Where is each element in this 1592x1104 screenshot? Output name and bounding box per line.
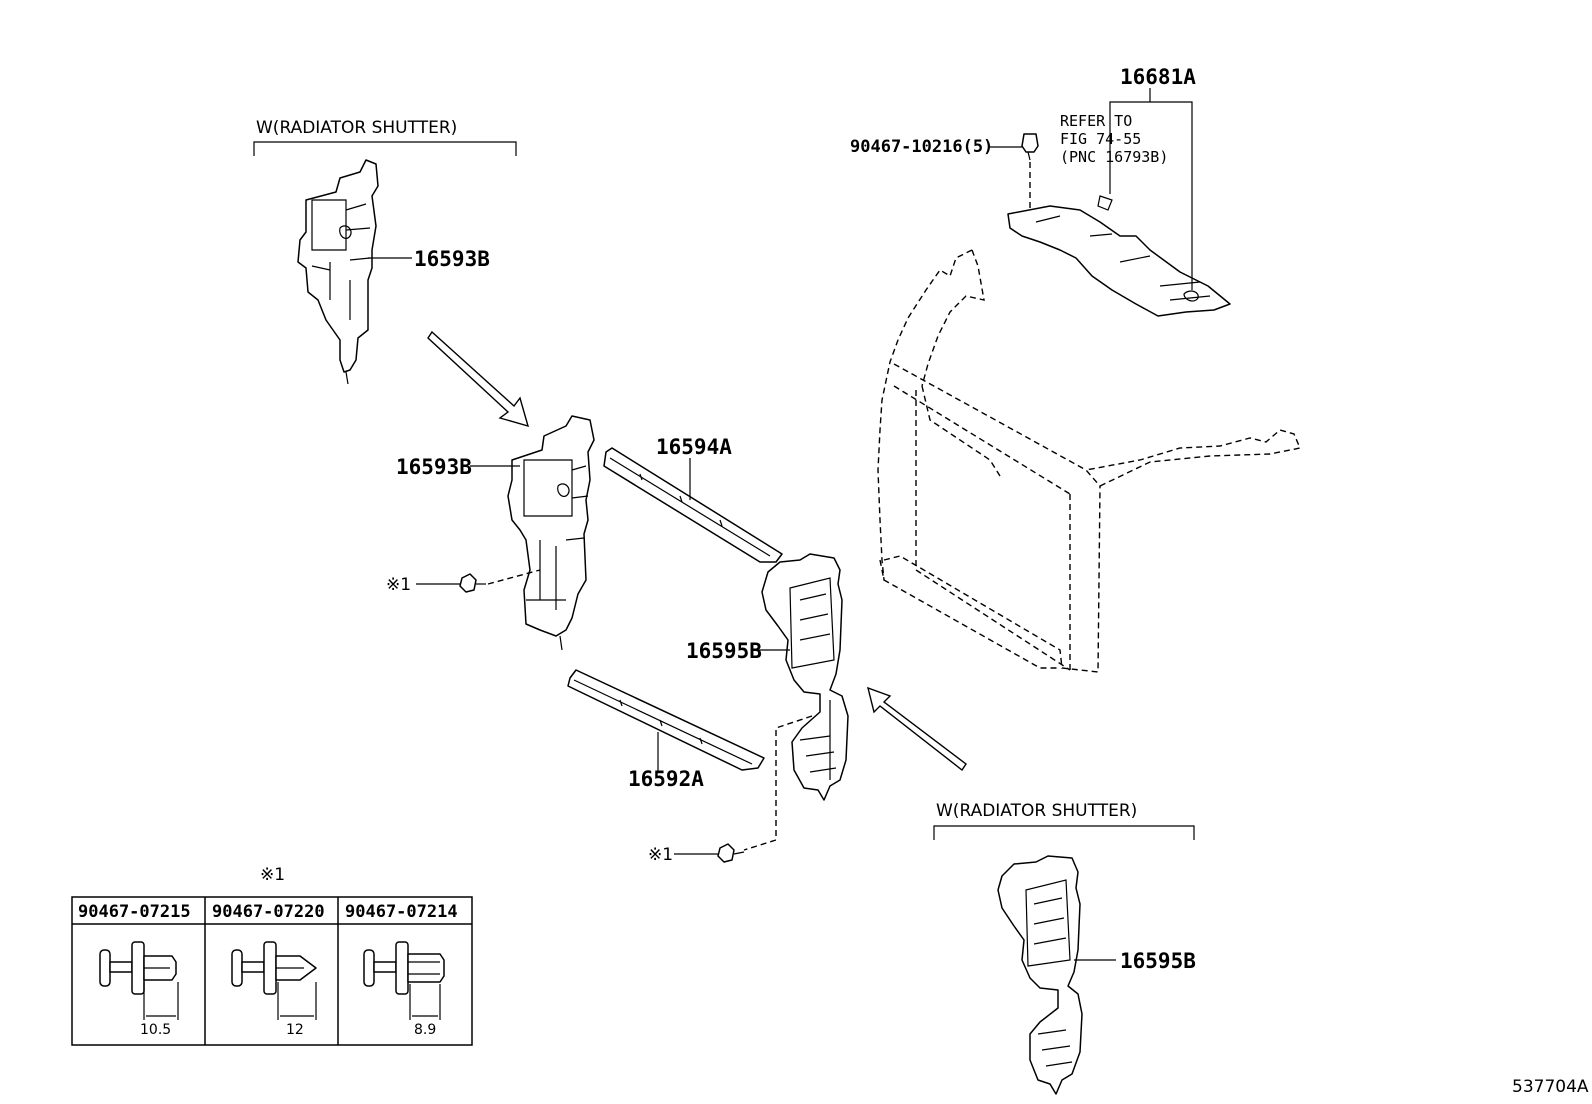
part-16592a[interactable]	[567, 669, 765, 771]
clip-table-part-3: 90467-07214	[345, 902, 458, 922]
fastener-path-lower	[743, 715, 813, 851]
variant-note-bottom-right-text: W(RADIATOR SHUTTER)	[936, 801, 1137, 821]
clip-upper[interactable]	[459, 569, 541, 593]
variant-bracket-top-left	[253, 141, 517, 156]
clip-lower[interactable]	[717, 843, 745, 863]
reference-note-line1: REFER TO	[1060, 112, 1132, 130]
clip-table: ※1 90467-07215 90467-07220 90467-07214 1…	[71, 865, 473, 1046]
marker-1a: ※1	[386, 575, 411, 595]
part-16681a[interactable]	[1007, 195, 1231, 317]
reference-note-line3: (PNC 16793B)	[1060, 148, 1168, 166]
variant-note-top-left-text: W(RADIATOR SHUTTER)	[256, 118, 457, 138]
part-16594a[interactable]	[603, 447, 783, 563]
part-16595b-main[interactable]	[761, 553, 849, 801]
clip-table-frame	[71, 896, 473, 1046]
clip-table-dim-3: 8.9	[414, 1022, 436, 1038]
diagram-id: 537704A	[1512, 1077, 1589, 1097]
part-16593b-upper[interactable]	[297, 159, 379, 385]
clip-table-dim-2: 12	[286, 1022, 304, 1038]
clip-drawing-2	[231, 941, 317, 1020]
arrow-lower-to-main	[867, 686, 967, 772]
part-16595b-lower[interactable]	[997, 855, 1083, 1095]
label-16595b-lower: 16595B	[1120, 949, 1196, 973]
reference-note-line2: FIG 74-55	[1060, 130, 1141, 148]
label-16593b-upper: 16593B	[414, 247, 490, 271]
radiator-support-outline	[877, 249, 1301, 673]
label-16594a: 16594A	[656, 435, 732, 459]
clip-drawing-1	[99, 941, 179, 1020]
label-clip-ref: 90467-10216(5)	[850, 137, 993, 157]
part-16593b-main[interactable]	[507, 415, 595, 651]
variant-bracket-bottom-right	[933, 825, 1195, 840]
clip-table-part-1: 90467-07215	[78, 902, 191, 922]
reference-note: REFER TO FIG 74-55 (PNC 16793B)	[1060, 112, 1168, 166]
variant-note-bottom-right: W(RADIATOR SHUTTER)	[933, 801, 1195, 840]
leader-16681a	[1109, 101, 1193, 290]
variant-note-top-left: W(RADIATOR SHUTTER)	[253, 118, 517, 156]
label-16595b-main: 16595B	[686, 639, 762, 663]
clip-drawing-3	[363, 941, 445, 1020]
clip-table-part-2: 90467-07220	[212, 902, 325, 922]
arrow-upper-to-main	[427, 330, 530, 428]
label-16593b-main: 16593B	[396, 455, 472, 479]
label-16681a: 16681A	[1120, 65, 1196, 89]
clip-table-title: ※1	[260, 865, 285, 885]
marker-1b: ※1	[648, 845, 673, 865]
label-16592a: 16592A	[628, 767, 704, 791]
clip-90467-10216[interactable]	[1021, 133, 1039, 161]
clip-table-dim-1: 10.5	[140, 1022, 171, 1038]
